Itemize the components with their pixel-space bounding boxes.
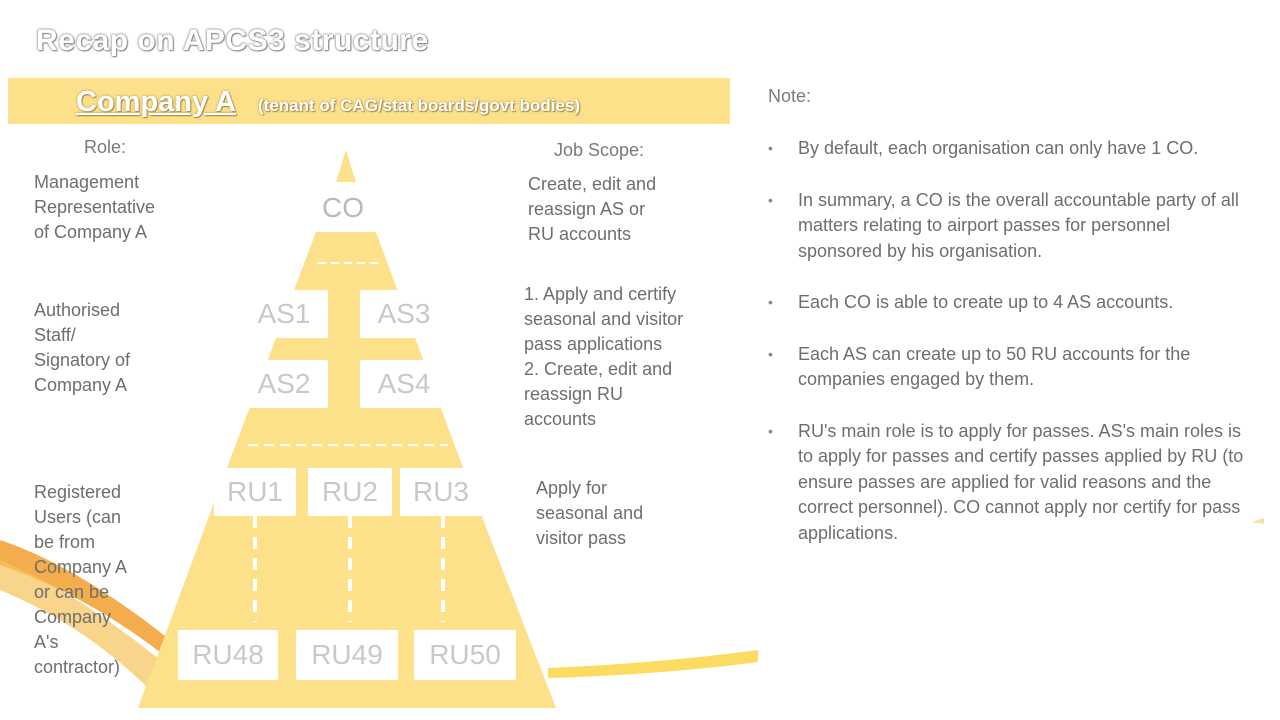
bullet-icon: • <box>768 140 773 156</box>
note-item-text: By default, each organisation can only h… <box>798 138 1199 158</box>
role-line: Signatory of <box>34 350 131 370</box>
role-line: Authorised <box>34 300 121 320</box>
role-line: A's <box>34 632 59 652</box>
job-scope-header: Job Scope: <box>554 140 645 160</box>
scope-line: pass applications <box>524 334 663 354</box>
company-name: Company A <box>76 86 237 118</box>
role-line: Staff/ <box>34 325 76 345</box>
note-item-text: RU's main role is to apply for passes. A… <box>798 420 1244 543</box>
role-header: Role: <box>84 137 127 157</box>
scope-line: 2. Create, edit and <box>524 359 673 379</box>
scope-line: accounts <box>524 409 597 429</box>
role-line: or can be <box>34 582 110 602</box>
role-authorised-staff: Authorised Staff/ Signatory of Company A <box>34 298 199 398</box>
role-line: Company <box>34 607 112 627</box>
pyramid-co: CO <box>322 192 364 223</box>
scope-line: Apply for <box>536 478 608 498</box>
note-item-text: Each CO is able to create up to 4 AS acc… <box>798 292 1174 312</box>
pyramid-ru49: RU49 <box>296 630 398 680</box>
note-item-text: In summary, a CO is the overall accounta… <box>798 189 1239 261</box>
role-management: Management Representative of Company A <box>34 170 199 245</box>
pyramid-as2: AS2 <box>240 360 328 408</box>
role-registered-users: Registered Users (can be from Company A … <box>34 480 199 680</box>
scope-line: 1. Apply and certify <box>524 284 677 304</box>
pyramid-ru50: RU50 <box>414 630 516 680</box>
scope-line: RU accounts <box>528 224 632 244</box>
pyramid-as1: AS1 <box>240 290 328 338</box>
bullet-icon: • <box>768 422 773 439</box>
scope-line: seasonal and visitor <box>524 309 684 329</box>
role-line: Users (can <box>34 507 122 527</box>
pyramid-tip <box>336 150 356 182</box>
note-item-text: Each AS can create up to 50 RU accounts … <box>798 343 1191 390</box>
note-item: • By default, each organisation can only … <box>768 136 1248 162</box>
bullet-icon: • <box>768 294 773 310</box>
note-item: • RU's main role is to apply for passes. … <box>768 419 1248 547</box>
bullet-icon: • <box>768 191 773 208</box>
role-line: Company A <box>34 557 128 577</box>
pyramid-ru48: RU48 <box>178 630 278 680</box>
company-banner <box>8 78 730 124</box>
pyramid-as4: AS4 <box>360 360 448 408</box>
bullet-icon: • <box>768 345 773 362</box>
role-line: Company A <box>34 375 128 395</box>
scope-as: 1. Apply and certify seasonal and visito… <box>524 282 683 432</box>
scope-co: Create, edit and reassign AS or RU accou… <box>528 172 656 247</box>
note-title: Note: <box>768 86 812 106</box>
scope-line: reassign AS or <box>528 199 646 219</box>
pyramid-as3: AS3 <box>360 290 448 338</box>
pyramid-ru3: RU3 <box>400 468 482 516</box>
pyramid-ru2: RU2 <box>308 468 392 516</box>
pyramid-band-as <box>228 232 462 465</box>
role-line: Management <box>34 172 140 192</box>
note-item: • In summary, a CO is the overall account… <box>768 188 1248 265</box>
scope-line: visitor pass <box>536 528 627 548</box>
scope-line: Create, edit and <box>528 174 657 194</box>
role-line: Representative <box>34 197 156 217</box>
role-line: Registered <box>34 482 122 502</box>
role-line: contractor) <box>34 657 121 677</box>
note-list: • By default, each organisation can only … <box>768 136 1248 572</box>
note-item: • Each AS can create up to 50 RU accounts… <box>768 342 1248 393</box>
pyramid-ru1: RU1 <box>214 468 296 516</box>
company-subtitle: (tenant of CAG/stat boards/govt bodies) <box>258 96 581 115</box>
role-line: be from <box>34 532 96 552</box>
note-item: • Each CO is able to create up to 4 AS ac… <box>768 290 1248 316</box>
role-line: of Company A <box>34 222 148 242</box>
scope-ru: Apply for seasonal and visitor pass <box>536 476 643 551</box>
scope-line: seasonal and <box>536 503 644 523</box>
slide-title: Recap on APCS3 structure <box>36 24 429 57</box>
scope-line: reassign RU <box>524 384 624 404</box>
